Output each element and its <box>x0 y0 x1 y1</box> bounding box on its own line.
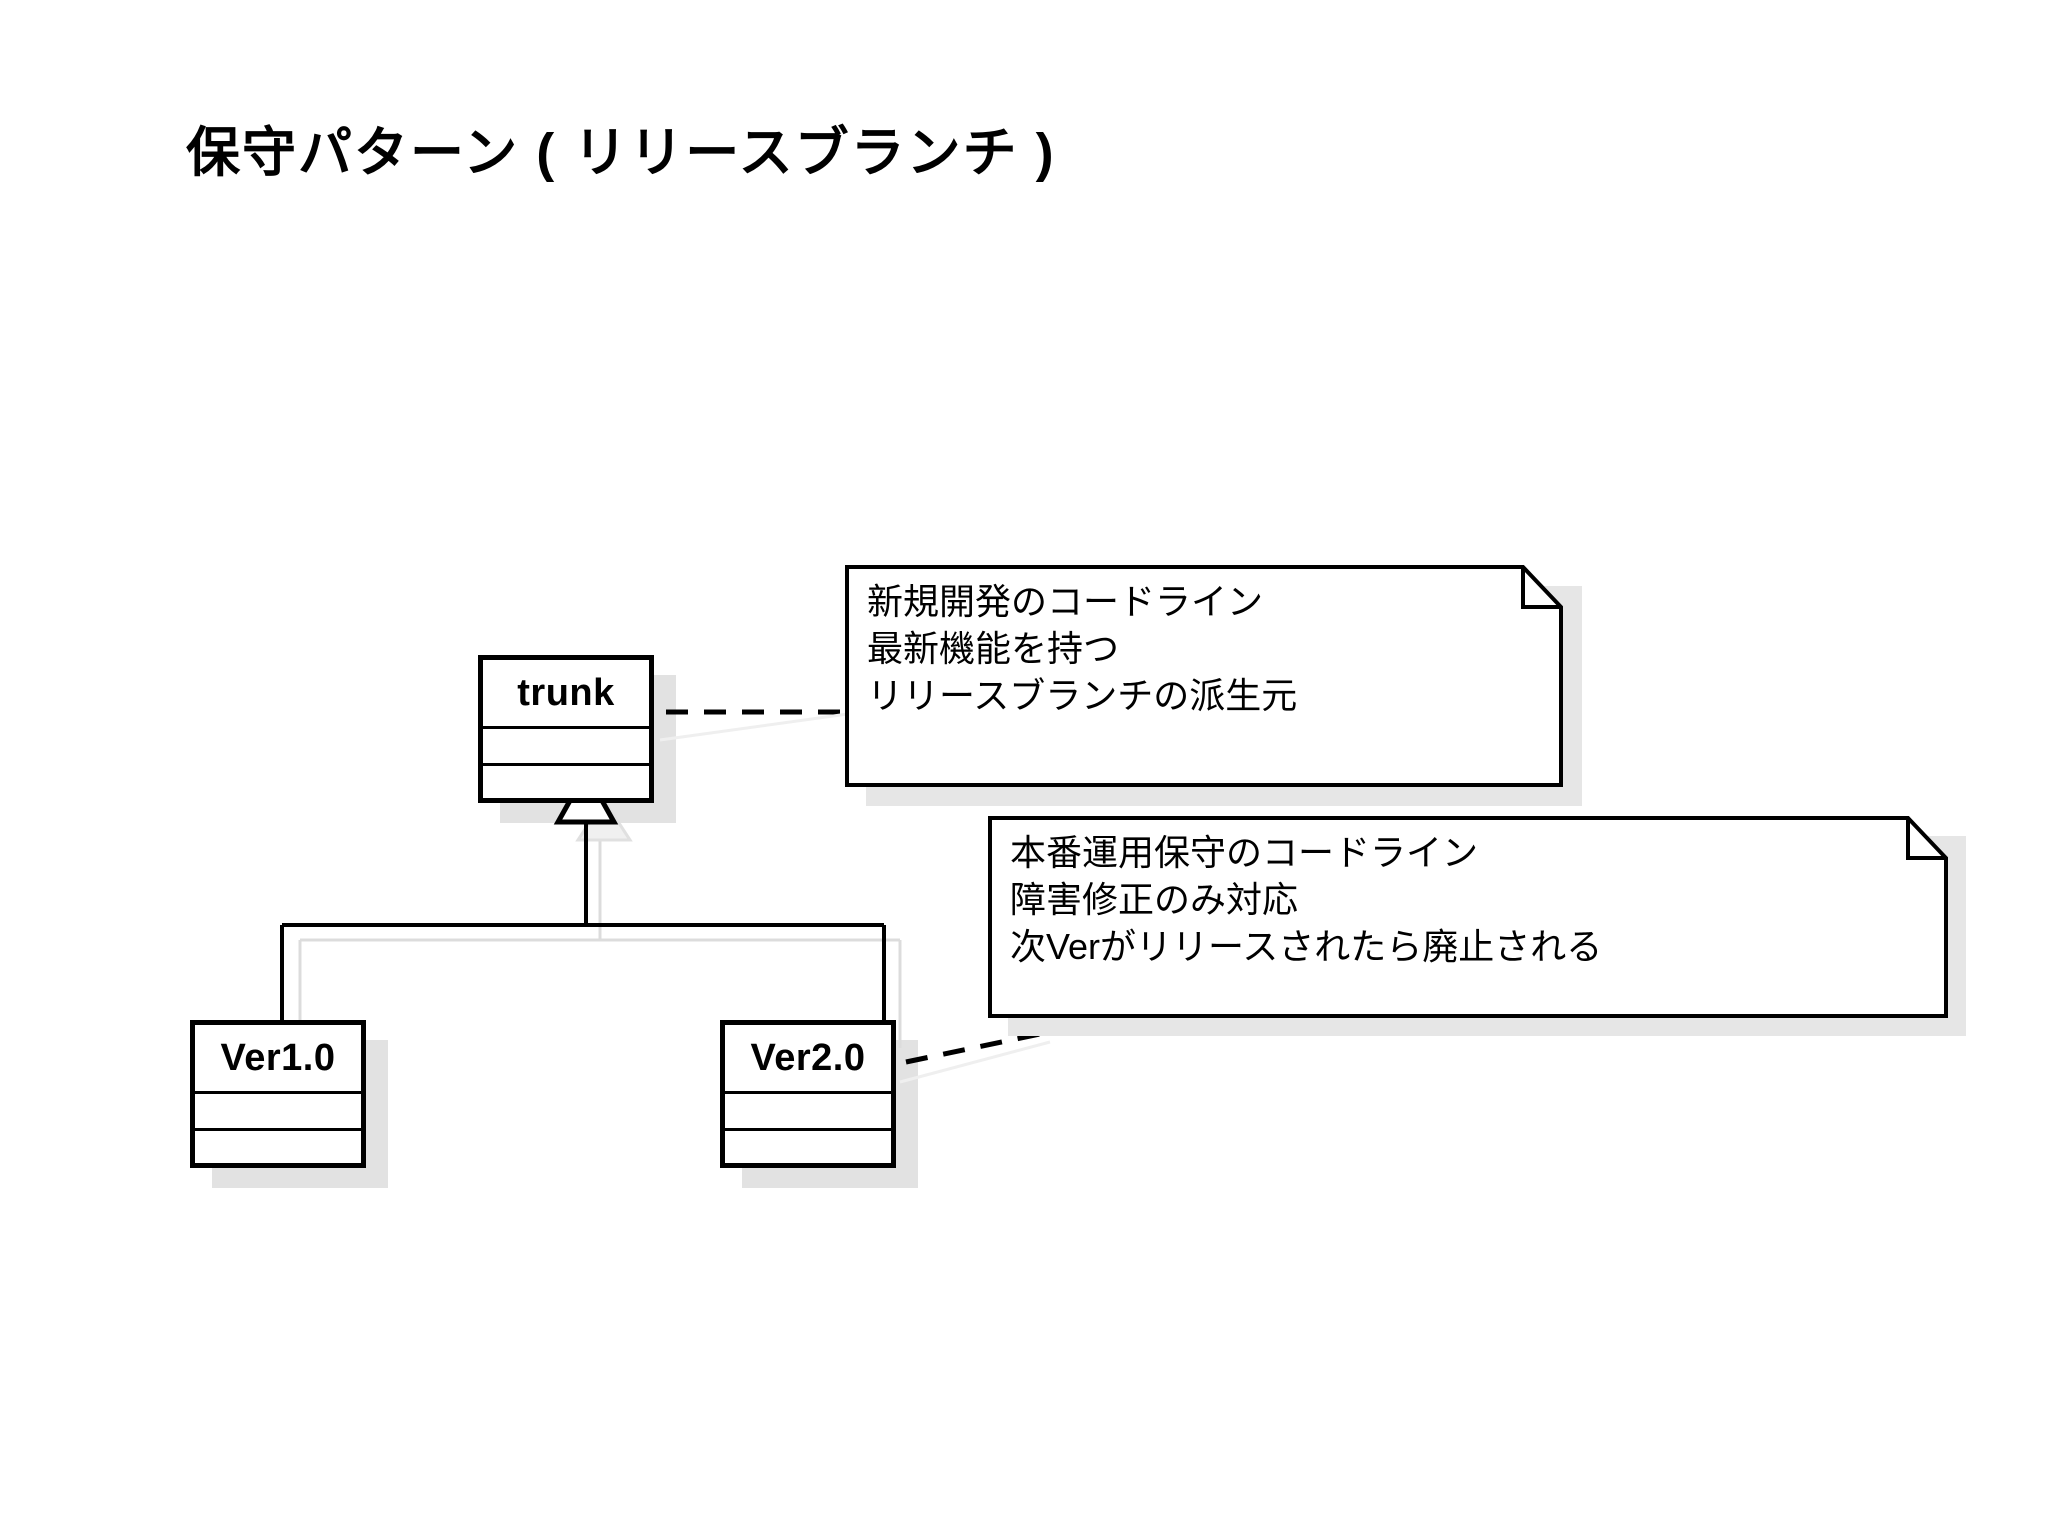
note-release[interactable]: 本番運用保守のコードライン 障害修正のみ対応 次Verがリリースされたら廃止され… <box>988 816 1948 1018</box>
class-attributes-ver1 <box>195 1094 361 1131</box>
note-release-line-1: 本番運用保守のコードライン <box>1010 832 1479 873</box>
note-trunk-line-2: 最新機能を持つ <box>867 627 1120 669</box>
note-trunk-line-1: 新規開発のコードライン <box>867 581 1264 622</box>
class-box-ver2[interactable]: Ver2.0 <box>720 1020 896 1168</box>
note-trunk-text: 新規開発のコードライン 最新機能を持つ リリースブランチの派生元 <box>867 579 1551 719</box>
class-name-ver2: Ver2.0 <box>725 1025 891 1094</box>
class-name-trunk: trunk <box>483 660 649 729</box>
class-attributes-trunk <box>483 729 649 766</box>
class-operations-ver1 <box>195 1131 361 1163</box>
class-operations-ver2 <box>725 1131 891 1163</box>
note-release-line-2: 障害修正のみ対応 <box>1010 878 1299 920</box>
class-name-ver1: Ver1.0 <box>195 1025 361 1094</box>
note-trunk-fold <box>1521 567 1561 609</box>
note-trunk[interactable]: 新規開発のコードライン 最新機能を持つ リリースブランチの派生元 <box>845 565 1563 787</box>
class-box-trunk[interactable]: trunk <box>478 655 654 803</box>
note-trunk-outline <box>845 565 1563 787</box>
note-trunk-line-3: リリースブランチの派生元 <box>867 674 1298 716</box>
note-release-anchor-line <box>905 1031 1041 1065</box>
class-attributes-ver2 <box>725 1094 891 1131</box>
class-operations-trunk <box>483 766 649 798</box>
note-release-outline <box>988 816 1948 1018</box>
note-release-text: 本番運用保守のコードライン 障害修正のみ対応 次Verがリリースされたら廃止され… <box>1010 830 1936 970</box>
note-release-fold <box>1906 818 1946 860</box>
class-box-ver1[interactable]: Ver1.0 <box>190 1020 366 1168</box>
page-title: 保守パターン ( リリースブランチ ) <box>186 123 1056 183</box>
note-release-line-3: 次Verがリリースされたら廃止される <box>1010 925 1603 967</box>
